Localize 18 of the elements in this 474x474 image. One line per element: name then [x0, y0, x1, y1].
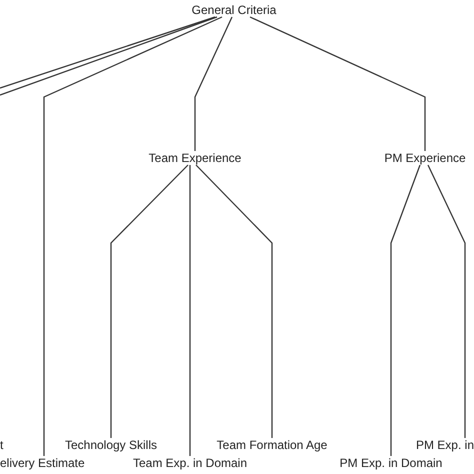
node-label: elivery Estimate	[0, 456, 94, 470]
connector-line	[250, 16, 426, 151]
node-label: Team Formation Age	[210, 438, 334, 452]
connector-line	[390, 164, 421, 456]
node-label: Team Exp. in Domain	[128, 456, 252, 470]
connector-line	[427, 164, 466, 438]
node-label: PM Exp. in Domain	[334, 456, 448, 470]
connector-line	[43, 16, 222, 456]
connector-line	[194, 16, 233, 151]
node-label: General Criteria	[184, 3, 284, 17]
node-label: PM Experience	[380, 151, 470, 165]
connector-line	[196, 164, 273, 438]
connector-line	[189, 165, 191, 456]
connector-line	[110, 164, 188, 438]
node-label: Technology Skills	[57, 438, 165, 452]
cut-off-label: t	[0, 438, 4, 452]
node-label: PM Exp. in	[408, 438, 474, 452]
node-label: Team Experience	[145, 151, 245, 165]
